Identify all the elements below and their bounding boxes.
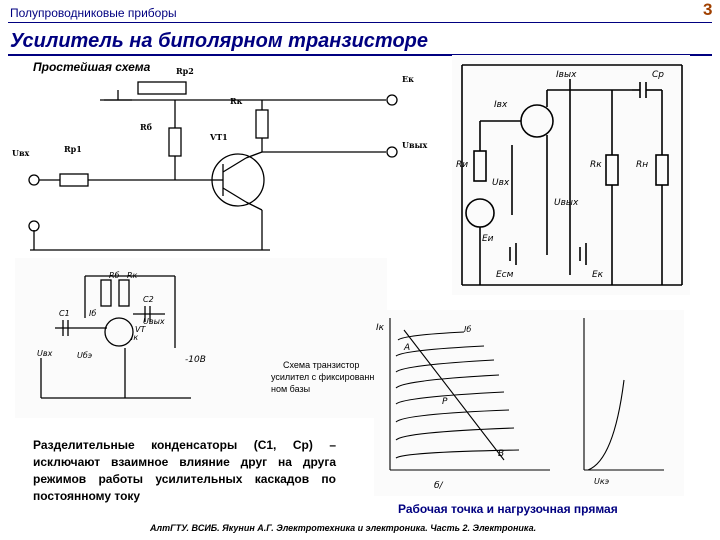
graph-label-fig: б/ [434, 481, 444, 491]
fixed-bias-caption-2: усилител с фиксированны [271, 372, 381, 382]
body-paragraph: Разделительные конденсаторы (С1, Ср) – и… [33, 438, 336, 503]
graph-label-ik: Iк [376, 323, 385, 333]
fixed-bias-circuit: Rб Rк C1 C2 Iб Iк Uвх Uбэ VT Uвых -10В С… [15, 258, 387, 418]
label-supply: -10В [185, 355, 206, 365]
label-c1: C1 [59, 309, 70, 318]
label-ri: Rи [456, 160, 468, 170]
characteristic-graph: Iк Iб A P B б/ Uкэ [374, 310, 684, 496]
label-ivx: Iвх [494, 100, 508, 110]
fixed-bias-caption-1: Схема транзистор [283, 360, 359, 370]
fixed-bias-caption-3: ном базы [271, 384, 310, 394]
label-rb-fixed: Rб [109, 271, 120, 280]
label-uvx-right: Uвх [492, 178, 510, 188]
header-divider [8, 22, 712, 23]
graph-label-a: A [403, 343, 410, 353]
label-uvyx-fixed: Uвых [143, 317, 165, 326]
section-header: Полупроводниковые приборы [10, 6, 177, 20]
graph-label-ib: Iб [464, 325, 471, 334]
label-uvyx: Uвых [402, 140, 428, 150]
label-rn: Rн [636, 160, 648, 170]
label-rk-fixed: Rк [127, 271, 138, 280]
label-esm: Eсм [496, 270, 514, 280]
label-uvyx-right: Uвых [554, 198, 579, 208]
label-rb: Rб [140, 122, 153, 132]
label-rk: Rк [230, 96, 243, 106]
label-ek: Eк [402, 74, 414, 84]
label-ek-right: Eк [592, 270, 604, 280]
label-uvx-fixed: Uвх [37, 349, 53, 358]
page-number: 3 [703, 0, 713, 19]
label-vt: VT [135, 325, 146, 334]
graph-label-urp: Uкэ [594, 477, 609, 486]
label-ubo: Uбэ [77, 351, 92, 360]
graph-label-b: B [498, 449, 504, 459]
label-rp2: Rр2 [176, 66, 194, 76]
right-circuit-panel: Iвых Cр Iвх Rи Uвх Uвых Rк Rн Eи Eсм Eк [452, 55, 690, 295]
label-rk-right: Rк [590, 160, 602, 170]
graph-caption: Рабочая точка и нагрузочная прямая [398, 502, 618, 516]
label-c2: C2 [143, 295, 154, 304]
subtitle: Простейшая схема [33, 60, 151, 74]
label-uvx: Uвх [12, 148, 30, 158]
label-cp: Cр [652, 70, 664, 80]
label-ib-fixed: Iб [89, 309, 96, 318]
label-rp1: Rр1 [64, 144, 82, 154]
footer-credit: АлтГТУ. ВСИБ. Якунин А.Г. Электротехника… [150, 523, 537, 533]
label-ik-fixed: Iк [131, 333, 138, 342]
label-vt1: VT1 [209, 132, 228, 142]
title-divider [8, 54, 712, 56]
graph-label-p: P [442, 397, 448, 407]
simple-amplifier-schematic: Rр2 Eк Rк Rб Uвх Rр1 VT1 Uвых [12, 66, 428, 251]
page-title: Усилитель на биполярном транзисторе [10, 30, 429, 52]
label-ei: Eи [482, 234, 494, 244]
label-ivyx: Iвых [556, 70, 577, 80]
